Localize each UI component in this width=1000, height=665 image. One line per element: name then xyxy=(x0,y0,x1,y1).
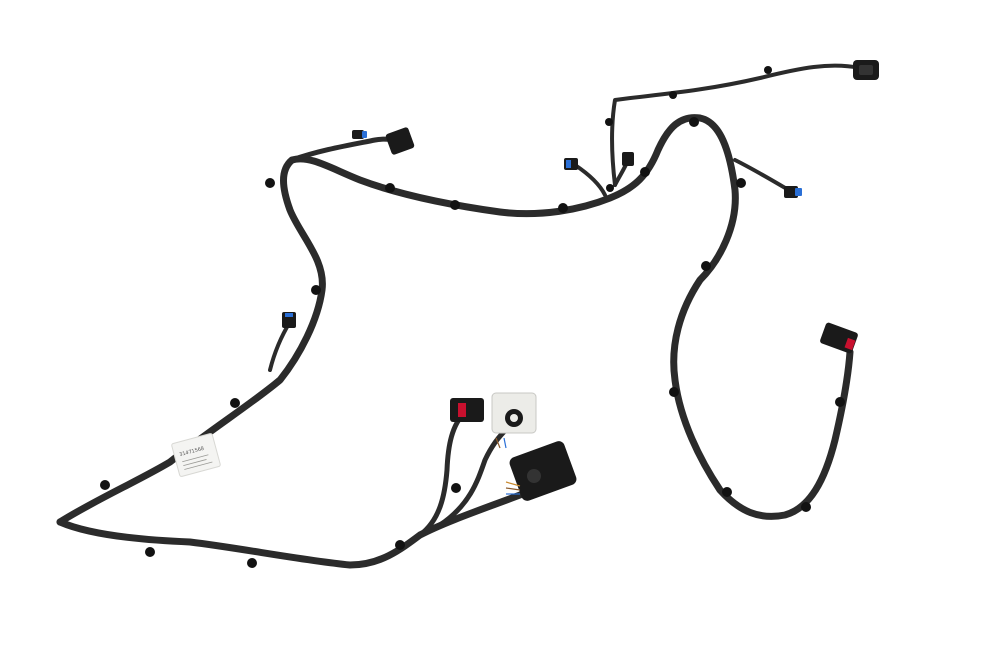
clip xyxy=(451,483,461,493)
clip xyxy=(669,91,677,99)
connector-main-large xyxy=(509,441,577,501)
main-trunk-wire xyxy=(56,114,854,526)
connector-right-red xyxy=(820,322,858,354)
clip xyxy=(835,397,845,407)
sensor-connector-mid-blue xyxy=(564,158,578,170)
clip xyxy=(801,502,811,512)
clip xyxy=(247,558,257,568)
connector-upper-left xyxy=(385,127,415,155)
branch-wire-mid-sensor xyxy=(573,163,607,197)
clip xyxy=(606,184,614,192)
bottom-trunk-wire xyxy=(56,478,549,569)
clip xyxy=(558,203,568,213)
branch-wire-left-sensor xyxy=(268,320,292,372)
clip xyxy=(385,183,395,193)
part-label: 31471568 xyxy=(171,433,221,477)
clip xyxy=(736,178,746,188)
harness-clips xyxy=(100,66,845,568)
connector-top-right xyxy=(853,60,879,80)
branch-wire-top-right xyxy=(609,63,862,187)
clip xyxy=(689,117,699,127)
clip xyxy=(669,387,679,397)
branch-wire-rear-left xyxy=(417,409,468,538)
clip xyxy=(701,261,711,271)
clip xyxy=(145,547,155,557)
connector-rear-red xyxy=(450,398,484,422)
sensor-connector-right-blue xyxy=(784,186,802,198)
wire-fan-out xyxy=(495,437,521,495)
connector-white-housing xyxy=(491,392,537,434)
sensor-connector-mid-small xyxy=(622,152,634,166)
branch-wire-upper-left xyxy=(289,136,405,163)
clip xyxy=(311,285,321,295)
clip xyxy=(395,540,405,550)
clip xyxy=(230,398,240,408)
sensor-connector-upper-left-blue xyxy=(352,130,367,139)
sensor-connector-left xyxy=(282,312,296,328)
clip xyxy=(450,200,460,210)
clip xyxy=(640,167,650,177)
clip xyxy=(722,487,732,497)
branch-wire-rear-mid xyxy=(437,425,511,528)
clip xyxy=(265,178,275,188)
clip xyxy=(100,480,110,490)
clip xyxy=(605,118,613,126)
clip xyxy=(764,66,772,74)
